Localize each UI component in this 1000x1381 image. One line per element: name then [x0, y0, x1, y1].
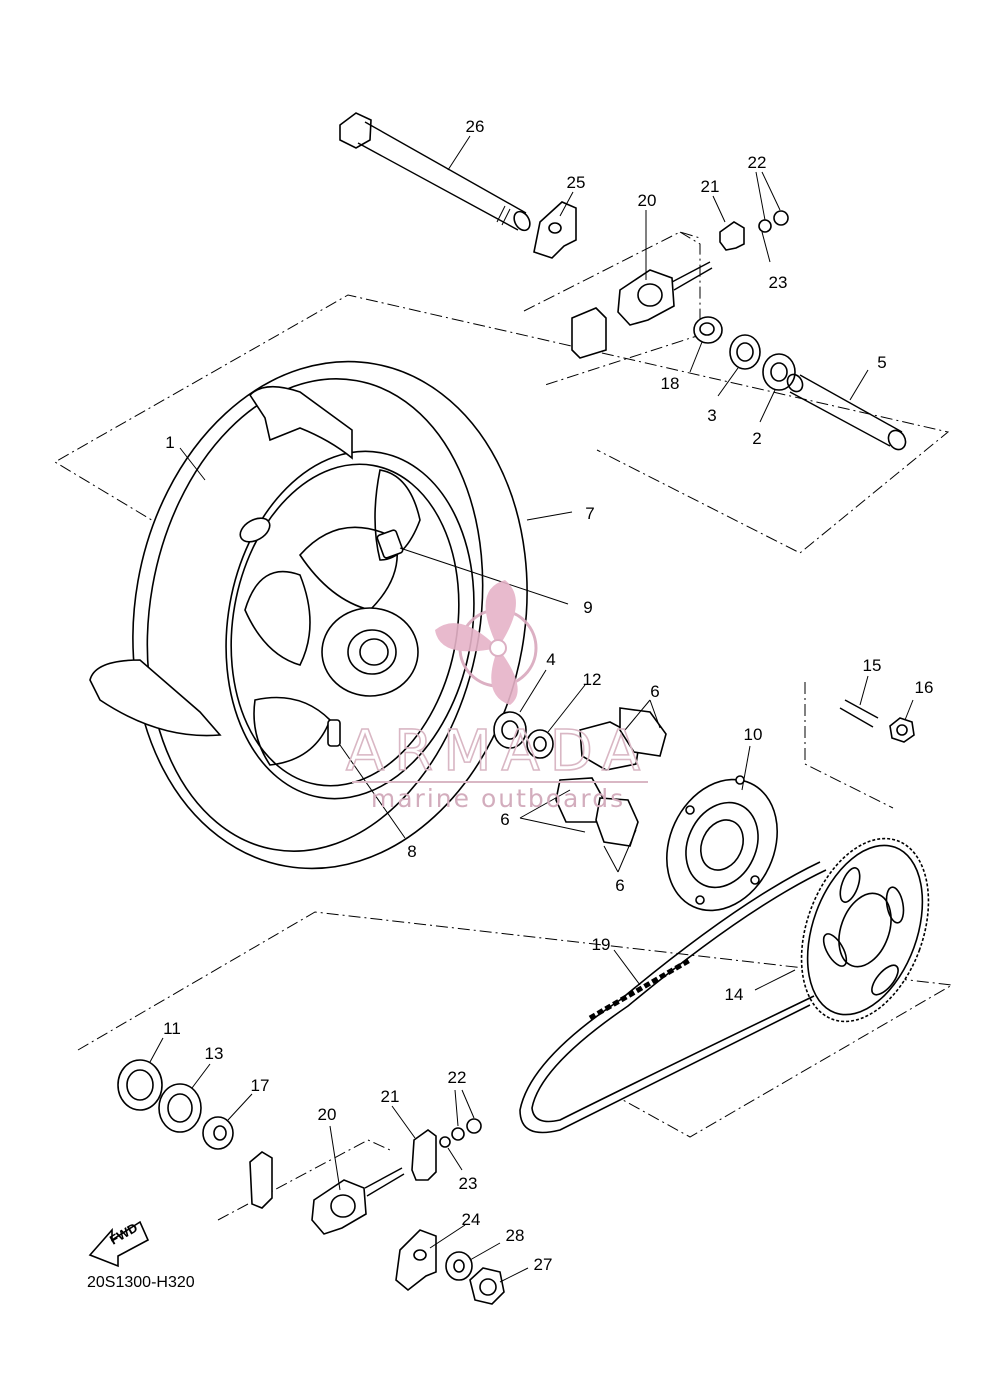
- part-label-19: 19: [592, 935, 611, 954]
- diagram-code: 20S1300-H320: [87, 1274, 195, 1291]
- part-label-6-a: 6: [650, 682, 659, 701]
- part-label-3: 3: [707, 406, 716, 425]
- part-label-4: 4: [546, 650, 555, 669]
- part-label-28: 28: [506, 1226, 525, 1245]
- chain-puller-bottom[interactable]: [311, 1167, 405, 1235]
- nut-pair-bottom[interactable]: [451, 1118, 482, 1141]
- clutch-hub-10[interactable]: [646, 761, 798, 928]
- part-label-22-bottom: 22: [448, 1068, 467, 1087]
- part-label-27: 27: [534, 1255, 553, 1274]
- part-label-22-top: 22: [748, 153, 767, 172]
- part-label-1: 1: [165, 433, 174, 452]
- part-label-26: 26: [466, 117, 485, 136]
- chain-puller-top[interactable]: [617, 261, 713, 326]
- damper-rubbers-6[interactable]: [555, 707, 667, 847]
- part-label-9: 9: [583, 598, 592, 617]
- rear-wheel[interactable]: [89, 330, 566, 900]
- washer-28[interactable]: [445, 1251, 473, 1281]
- part-label-13: 13: [205, 1044, 224, 1063]
- spacer-5[interactable]: [784, 372, 908, 453]
- stud-bolt-15[interactable]: [839, 699, 879, 728]
- watermark-brand: ARMADA: [346, 719, 650, 784]
- part-label-2: 2: [752, 429, 761, 448]
- bracket-25[interactable]: [533, 201, 577, 259]
- part-label-20-bottom: 20: [318, 1105, 337, 1124]
- bearing-4[interactable]: [493, 711, 527, 749]
- washer-23-bottom[interactable]: [439, 1136, 451, 1148]
- bearing-11[interactable]: [117, 1059, 163, 1111]
- valve-8[interactable]: [327, 719, 341, 747]
- part-label-17: 17: [251, 1076, 270, 1095]
- assembly-outlines: [54, 231, 954, 1221]
- nut-27[interactable]: [469, 1267, 505, 1305]
- part-label-7: 7: [585, 504, 594, 523]
- watermark: ARMADA marine outboards: [345, 580, 650, 813]
- part-label-6-c: 6: [615, 876, 624, 895]
- nut-pair-top[interactable]: [758, 210, 789, 233]
- sprocket-14[interactable]: [778, 821, 952, 1039]
- leader-lines: [149, 135, 914, 1283]
- part-label-12: 12: [583, 670, 602, 689]
- part-label-5: 5: [877, 353, 886, 372]
- propeller-logo-icon: [435, 580, 538, 705]
- part-label-15: 15: [863, 656, 882, 675]
- part-label-23-top: 23: [769, 273, 788, 292]
- adjuster-plate-bottom[interactable]: [411, 1129, 437, 1181]
- part-label-11: 11: [163, 1019, 181, 1038]
- watermark-tagline: marine outboards: [371, 784, 625, 813]
- part-label-8: 8: [407, 842, 416, 861]
- part-label-23-bottom: 23: [459, 1174, 478, 1193]
- part-label-24: 24: [462, 1210, 481, 1229]
- chain-19[interactable]: [519, 861, 827, 1134]
- bracket-24[interactable]: [395, 1229, 437, 1292]
- collar-18[interactable]: [693, 316, 723, 344]
- part-label-16: 16: [915, 678, 934, 697]
- washer-spacer-top[interactable]: [571, 307, 607, 359]
- nut-16[interactable]: [889, 717, 915, 743]
- collar-17[interactable]: [202, 1116, 234, 1150]
- plate-lower-left[interactable]: [249, 1151, 273, 1209]
- adjuster-plate-top[interactable]: [719, 221, 745, 251]
- part-label-6-b: 6: [500, 810, 509, 829]
- part-label-18: 18: [661, 374, 680, 393]
- part-label-14: 14: [725, 985, 744, 1004]
- part-label-20-top: 20: [638, 191, 657, 210]
- part-label-21-bottom: 21: [381, 1087, 400, 1106]
- part-labels: 26 25 20 21 22 23 18 3 2 5 1 7 9 4 12 6 …: [163, 117, 933, 1274]
- bearing-13[interactable]: [158, 1083, 202, 1133]
- part-label-10: 10: [744, 725, 763, 744]
- fwd-arrow-icon: FWD: [88, 1220, 150, 1268]
- part-label-21-top: 21: [701, 177, 720, 196]
- bearing-2[interactable]: [762, 353, 796, 391]
- oil-seal-3[interactable]: [729, 334, 761, 370]
- axle-part[interactable]: [339, 112, 533, 233]
- collar-12[interactable]: [526, 729, 554, 759]
- part-label-25: 25: [567, 173, 586, 192]
